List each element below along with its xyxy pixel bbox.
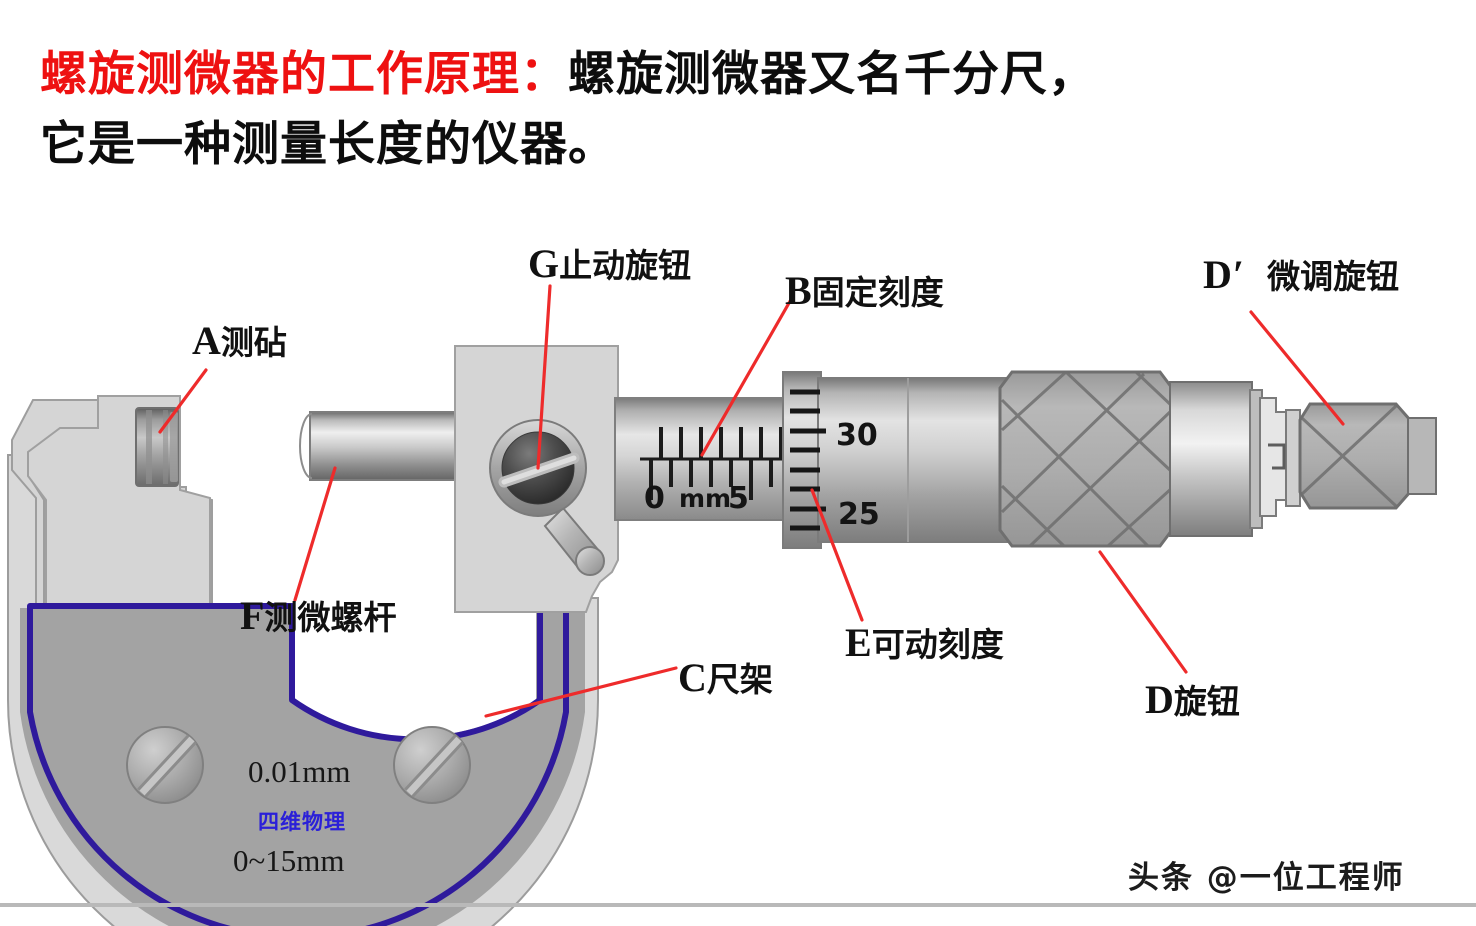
label-e-letter: E: [845, 620, 872, 665]
leader-line-c: [484, 666, 678, 718]
label-c-frame: C尺架: [678, 658, 773, 699]
label-d-knob: D旋钮: [1145, 680, 1240, 721]
leader-line-g: [536, 284, 552, 470]
thimble-scale-30: 30: [836, 418, 878, 453]
label-c-text: 尺架: [706, 660, 773, 699]
label-b-text: 固定刻度: [811, 273, 944, 312]
lock-lever: [489, 419, 605, 576]
label-d-text: 旋钮: [1173, 682, 1240, 721]
label-a-anvil: A测砧: [192, 321, 287, 362]
thimble-scale-25: 25: [838, 497, 880, 532]
label-f-spindle: F测微螺杆: [240, 596, 397, 637]
title-highlight: 螺旋测微器的工作原理：: [40, 47, 568, 102]
label-c-letter: C: [678, 655, 707, 700]
fine-adjust-knob: [1298, 402, 1437, 510]
ratchet-coupling: [1259, 397, 1301, 517]
title-rest: 螺旋测微器又名千分尺，: [568, 47, 1096, 102]
sleeve-scale-unit: mm: [679, 484, 732, 513]
label-dprime-letter: D′: [1203, 252, 1246, 297]
label-d-letter: D: [1145, 677, 1174, 722]
leader-line-dp: [1249, 310, 1345, 426]
leader-lines: [158, 284, 1345, 718]
frame-range-marking: 0~15mm: [233, 843, 345, 878]
leader-line-f: [293, 466, 337, 602]
sleeve-scale-five: 5: [728, 481, 749, 516]
label-e-text: 可动刻度: [871, 625, 1004, 664]
sleeve-scale-zero: 0: [644, 481, 665, 516]
leader-line-b: [700, 294, 795, 457]
micrometer-frame: [7, 395, 599, 926]
label-g-lock: G止动旋钮: [528, 244, 692, 285]
label-b-fixed-scale: B固定刻度: [785, 271, 944, 312]
label-b-letter: B: [785, 268, 812, 313]
frame-precision-marking: 0.01mm: [248, 754, 351, 789]
frame-screw-right: [393, 726, 471, 804]
leader-line-a: [158, 368, 208, 434]
frame-brand-marking: 四维物理: [258, 810, 346, 834]
label-g-text: 止动旋钮: [559, 246, 692, 285]
label-dprime-fine-knob: D′ 微调旋钮: [1203, 255, 1400, 296]
ratchet-knob: [998, 370, 1263, 548]
leader-line-e: [810, 488, 864, 622]
label-f-text: 测微螺杆: [264, 598, 397, 637]
label-a-text: 测砧: [220, 323, 287, 362]
thimble-part: [782, 371, 1024, 549]
label-dprime-text: 微调旋钮: [1267, 257, 1400, 296]
leader-line-d: [1098, 550, 1188, 674]
page-title: 螺旋测微器的工作原理：螺旋测微器又名千分尺， 它是一种测量长度的仪器。: [40, 40, 1440, 180]
label-g-letter: G: [528, 241, 560, 286]
watermark: 头条 @一位工程师: [1128, 860, 1405, 896]
label-f-letter: F: [240, 593, 265, 638]
anvil-part: [135, 407, 179, 487]
label-a-letter: A: [192, 318, 221, 363]
frame-screw-left: [126, 726, 204, 804]
label-e-movable-scale: E可动刻度: [845, 623, 1004, 664]
title-line-2: 它是一种测量长度的仪器。: [40, 117, 616, 172]
